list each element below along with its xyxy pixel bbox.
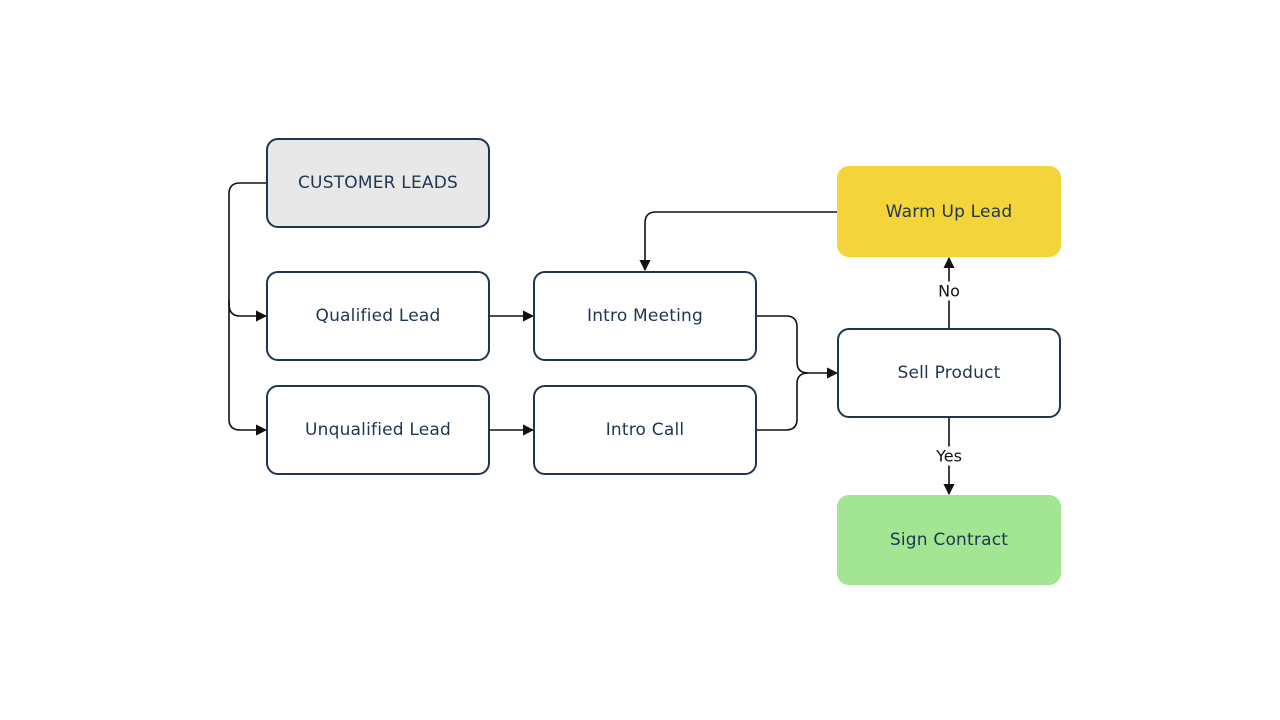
- node-intro-meeting-label: Intro Meeting: [586, 306, 703, 326]
- edge-label-yes: Yes: [934, 446, 964, 466]
- node-intro-meeting: Intro Meeting: [533, 271, 757, 361]
- node-sign-contract-label: Sign Contract: [889, 530, 1009, 550]
- edge-label-no: No: [936, 281, 962, 301]
- node-qualified-lead: Qualified Lead: [266, 271, 490, 361]
- node-sign-contract: Sign Contract: [837, 495, 1061, 585]
- edge-call-to-sell: [756, 372, 809, 431]
- node-sell-product: Sell Product: [837, 328, 1061, 418]
- node-unqualified-lead: Unqualified Lead: [266, 385, 490, 475]
- node-customer-leads-label: CUSTOMER LEADS: [297, 173, 459, 193]
- node-warm-up-lead: Warm Up Lead: [837, 166, 1061, 257]
- node-intro-call-label: Intro Call: [605, 420, 685, 440]
- node-warm-up-lead-label: Warm Up Lead: [885, 201, 1013, 222]
- node-unqualified-lead-label: Unqualified Lead: [304, 420, 452, 440]
- node-intro-call: Intro Call: [533, 385, 757, 475]
- edge-customer-to-qualified: [228, 182, 268, 322]
- edge-meeting-to-sell: [756, 315, 839, 379]
- edge-customer-to-unqualified: [228, 300, 268, 436]
- node-qualified-lead-label: Qualified Lead: [315, 306, 441, 326]
- node-customer-leads: CUSTOMER LEADS: [266, 138, 490, 228]
- edge-warm-to-meeting: [639, 211, 837, 272]
- node-sell-product-label: Sell Product: [897, 363, 1001, 383]
